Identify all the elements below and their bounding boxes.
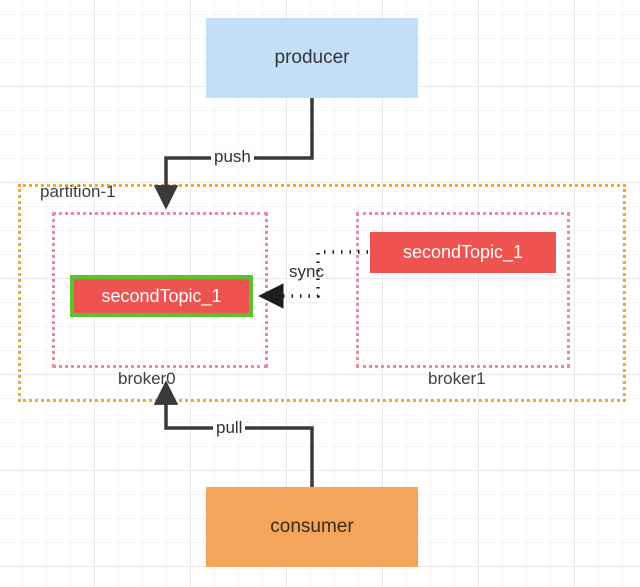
producer-node[interactable]: producer [206,18,418,98]
consumer-label: consumer [270,516,354,537]
broker1-label: broker1 [428,369,486,388]
pull-edge-label: pull [213,418,246,438]
partition-label: partition-1 [40,182,116,201]
producer-label: producer [274,47,350,68]
topic-leader-node[interactable]: secondTopic_1 [70,275,253,317]
topic-replica-label: secondTopic_1 [402,242,524,262]
consumer-node[interactable]: consumer [206,487,418,567]
partition-container [18,184,626,402]
sync-edge-label: sync [289,262,324,281]
push-edge-label: push [211,147,254,167]
topic-replica-node[interactable]: secondTopic_1 [370,232,556,273]
broker0-label: broker0 [118,369,176,388]
topic-leader-label: secondTopic_1 [101,285,222,306]
